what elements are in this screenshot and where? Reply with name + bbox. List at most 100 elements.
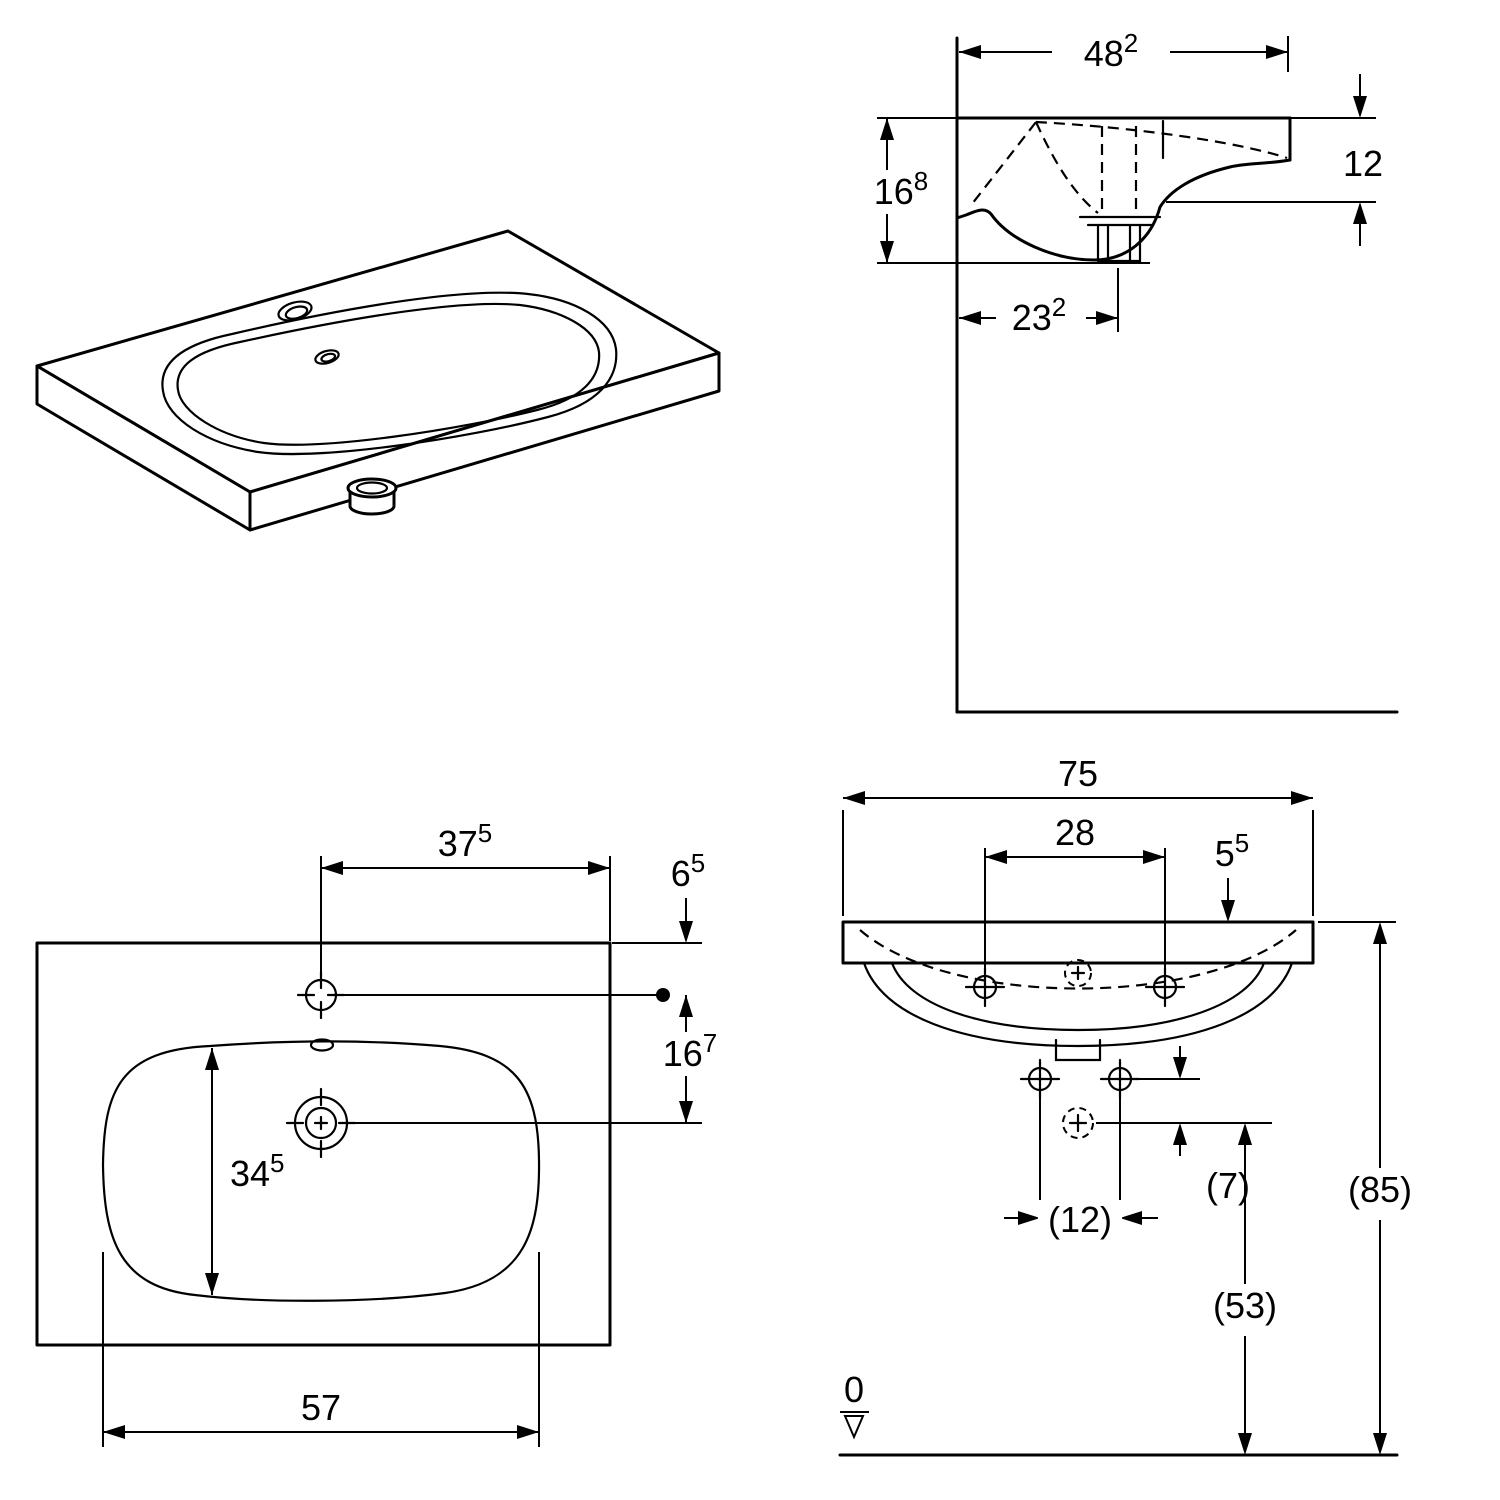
arrowhead bbox=[588, 861, 610, 875]
dim-tap-to-edge-375: 375 bbox=[320, 818, 611, 978]
crosshair bbox=[1019, 1058, 1061, 1100]
drain-outlet-hidden bbox=[1062, 1107, 1094, 1139]
arrowhead bbox=[1353, 202, 1367, 224]
tap-hole-inner bbox=[284, 305, 309, 320]
wall-fixing-hole-left bbox=[1019, 1058, 1061, 1100]
drain-inner-circle bbox=[304, 1106, 338, 1140]
drain-trap-section bbox=[1078, 215, 1162, 263]
arrowhead bbox=[321, 861, 343, 875]
dim-tap-to-drain-167: 167 bbox=[347, 995, 730, 1124]
dim-label-482: 482 bbox=[1084, 28, 1139, 74]
drain-trap-front bbox=[1054, 1038, 1102, 1062]
hidden-rim-curve bbox=[1035, 120, 1288, 160]
dim-label-12: 12 bbox=[1343, 143, 1383, 184]
datum-label: 0 bbox=[844, 1369, 864, 1410]
tap-fixing-hole-right bbox=[1144, 966, 1186, 1008]
arrowhead bbox=[1238, 1433, 1252, 1455]
arrowhead bbox=[985, 850, 1007, 864]
dim-label-345: 345 bbox=[230, 1148, 285, 1194]
dim-height-168: 168 bbox=[860, 117, 1150, 264]
crosshair bbox=[964, 966, 1006, 1008]
arrowhead bbox=[1291, 791, 1313, 805]
arrowhead bbox=[1096, 311, 1118, 325]
arrowhead bbox=[1353, 96, 1367, 118]
dim-drain-setback-232: 232 bbox=[959, 268, 1119, 340]
dim-label-167: 167 bbox=[663, 1028, 718, 1074]
basin-rim-inner bbox=[176, 302, 601, 446]
dim-fixing-spacing-12: (12) bbox=[1004, 1092, 1158, 1242]
label-bg bbox=[1052, 28, 1170, 74]
front-view: 75 28 55 (7) bbox=[838, 753, 1412, 1457]
dim-label-53: (53) bbox=[1213, 1285, 1277, 1326]
arrowhead bbox=[843, 791, 865, 805]
datum-triangle-icon bbox=[843, 1415, 865, 1440]
plan-view: 375 65 167 345 bbox=[35, 818, 730, 1447]
arrowhead bbox=[880, 118, 894, 140]
label-bg bbox=[860, 170, 944, 214]
arrowhead bbox=[959, 311, 981, 325]
arrowhead bbox=[1173, 1057, 1187, 1079]
arrowhead bbox=[205, 1273, 219, 1295]
dim-basin-width-57: 57 bbox=[102, 1252, 540, 1447]
label-bg bbox=[996, 296, 1086, 340]
dim-basin-depth-345: 345 bbox=[205, 1048, 285, 1295]
center-cross bbox=[313, 1115, 329, 1131]
basin-section-silhouette bbox=[955, 158, 1292, 262]
dim-depth-482: 482 bbox=[959, 28, 1289, 74]
dim-label-85: (85) bbox=[1348, 1169, 1412, 1210]
overflow-inner bbox=[320, 352, 337, 363]
dim-width-75: 75 bbox=[842, 753, 1314, 916]
hidden-basin-rim bbox=[859, 929, 1297, 990]
center-cross bbox=[1070, 965, 1086, 981]
hidden-bowl-right bbox=[1034, 121, 1099, 214]
dim-label-12p: (12) bbox=[1048, 1199, 1112, 1240]
arrowhead bbox=[1266, 45, 1288, 59]
label-bg bbox=[1038, 1200, 1122, 1242]
arrowhead bbox=[959, 45, 981, 59]
datum-level: 0 bbox=[840, 1369, 869, 1440]
arrowhead bbox=[1143, 850, 1165, 864]
slab-front-outline bbox=[841, 920, 1315, 965]
basin-outline bbox=[101, 1040, 541, 1302]
arrowhead bbox=[103, 1425, 125, 1439]
bowl-outer-curve bbox=[862, 961, 1294, 1048]
arrowhead bbox=[205, 1048, 219, 1070]
reference-dot bbox=[656, 988, 670, 1002]
dim-drain-height-53: (53) bbox=[1213, 1123, 1277, 1455]
tap-hole bbox=[277, 300, 313, 322]
drain-opening bbox=[355, 481, 389, 495]
dim-hole-offset-7: (7) bbox=[1096, 1046, 1272, 1206]
hidden-bowl-left bbox=[971, 121, 1037, 205]
arrowhead bbox=[1221, 900, 1235, 922]
arrowhead bbox=[679, 921, 693, 943]
trap-box bbox=[1096, 223, 1142, 263]
basin-rim-outer bbox=[161, 291, 618, 456]
dim-front-edge-12: 12 bbox=[1166, 74, 1383, 246]
arrowhead bbox=[679, 1101, 693, 1123]
overflow-slot bbox=[309, 1038, 335, 1052]
dim-label-168: 168 bbox=[874, 166, 929, 212]
arrowhead bbox=[1373, 922, 1387, 944]
center-cross bbox=[1068, 1113, 1088, 1133]
tap-hole-center-hidden bbox=[1064, 959, 1092, 987]
dim-label-55: 55 bbox=[1215, 828, 1250, 874]
arrowhead bbox=[1018, 1211, 1040, 1225]
arrowhead bbox=[1238, 1123, 1252, 1145]
crosshair bbox=[1144, 966, 1186, 1008]
dim-label-65: 65 bbox=[671, 848, 706, 894]
overflow-hole bbox=[314, 349, 340, 365]
dim-tap-setback-65: 65 bbox=[337, 848, 705, 1002]
dim-label-232: 232 bbox=[1012, 292, 1067, 338]
bowl-inner-curve bbox=[890, 961, 1266, 1032]
slab-outline bbox=[35, 941, 612, 1347]
dim-overall-height-85: (85) bbox=[1318, 921, 1412, 1455]
drain-fitting bbox=[346, 477, 398, 516]
arrowhead bbox=[1173, 1123, 1187, 1145]
arrowhead bbox=[880, 241, 894, 263]
overflow-outer bbox=[314, 349, 340, 365]
isometric-view bbox=[35, 229, 721, 532]
dim-label-375: 375 bbox=[438, 818, 493, 864]
arrowhead bbox=[1120, 1211, 1142, 1225]
